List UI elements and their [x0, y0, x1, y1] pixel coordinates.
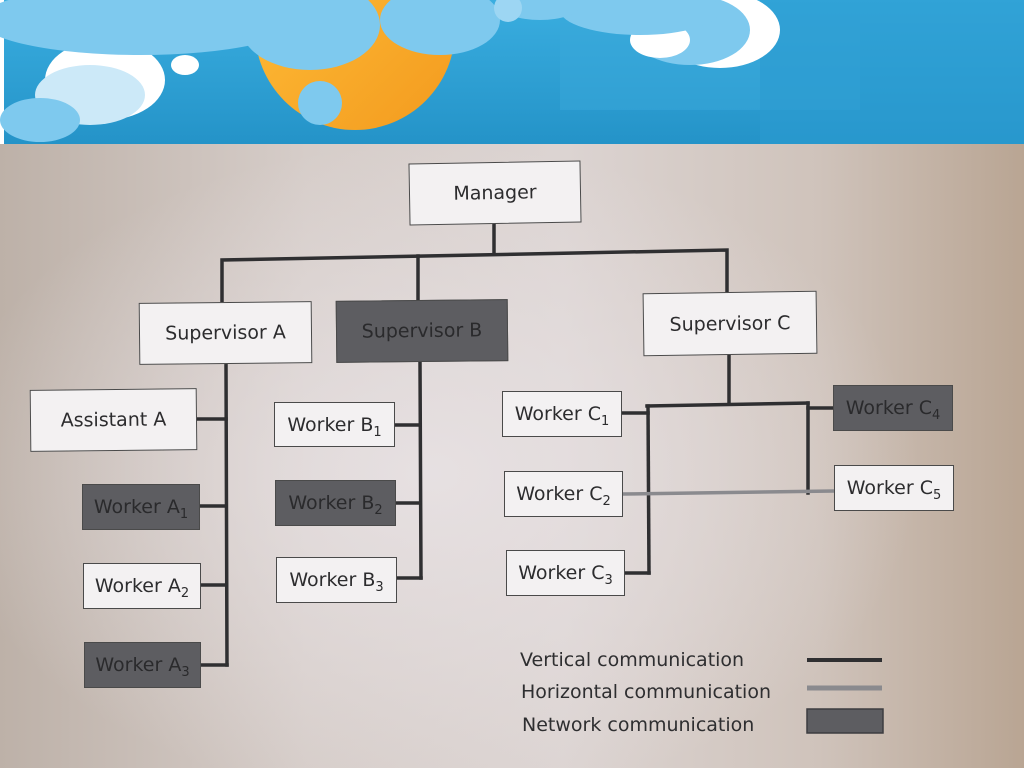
- worker-c1-box: Worker C1: [502, 391, 622, 437]
- assistant-a-label: Assistant A: [60, 408, 167, 432]
- supervisor-c-bar-line: [645, 401, 810, 408]
- worker-b3-label: Worker B3: [289, 569, 384, 595]
- supervisor-b-label: Supervisor B: [361, 319, 483, 343]
- worker-c2-box: Worker C2: [504, 471, 623, 517]
- legend-horizontal-label: Horizontal communication: [521, 681, 771, 703]
- worker-a2-label: Worker A2: [94, 575, 190, 601]
- worker-b1-box: Worker B1: [274, 402, 395, 447]
- sky-banner: [0, 0, 1024, 144]
- legend-swatches: [806, 658, 884, 734]
- worker-c2-label: Worker C2: [516, 483, 611, 509]
- worker-b1-label: Worker B1: [287, 413, 382, 440]
- supervisor-b-trunk-line: [418, 360, 423, 580]
- supervisor-bus-line: [220, 248, 729, 304]
- manager-box: Manager: [408, 160, 582, 226]
- worker-c5-label: Worker C5: [846, 477, 942, 503]
- supervisor-c-label: Supervisor C: [669, 311, 791, 336]
- worker-a3-label: Worker A3: [95, 654, 190, 680]
- legend-network-swatch: [806, 708, 884, 734]
- supervisor-a-box: Supervisor A: [138, 301, 313, 365]
- supervisor-a-label: Supervisor A: [165, 321, 286, 345]
- worker-c4-box: Worker C4: [833, 385, 953, 431]
- worker-b2-box: Worker B2: [275, 480, 396, 526]
- worker-c5-box: Worker C5: [834, 465, 954, 511]
- worker-c4-label: Worker C4: [845, 397, 941, 423]
- assistant-a-box: Assistant A: [29, 388, 198, 452]
- manager-label: Manager: [453, 181, 537, 205]
- cloud-icon: [0, 0, 780, 142]
- worker-c3-label: Worker C3: [518, 562, 613, 588]
- worker-b3-box: Worker B3: [276, 557, 397, 603]
- worker-a1-label: Worker A1: [93, 496, 189, 522]
- supervisor-c-box: Supervisor C: [642, 290, 818, 357]
- worker-b2-label: Worker B2: [288, 492, 383, 518]
- legend-vertical-label: Vertical communication: [520, 649, 745, 671]
- supervisor-a-trunk-line: [224, 362, 229, 667]
- worker-a1-box: Worker A1: [82, 484, 200, 530]
- c-left-trunk-line: [646, 404, 651, 575]
- worker-a3-box: Worker A3: [84, 642, 201, 688]
- horizontal-link-c2-c5: [622, 489, 835, 496]
- worker-c1-label: Worker C1: [514, 403, 610, 429]
- worker-c3-box: Worker C3: [506, 550, 625, 596]
- worker-a2-box: Worker A2: [83, 563, 201, 609]
- legend-network-label: Network communication: [522, 714, 755, 736]
- supervisor-b-box: Supervisor B: [335, 299, 509, 363]
